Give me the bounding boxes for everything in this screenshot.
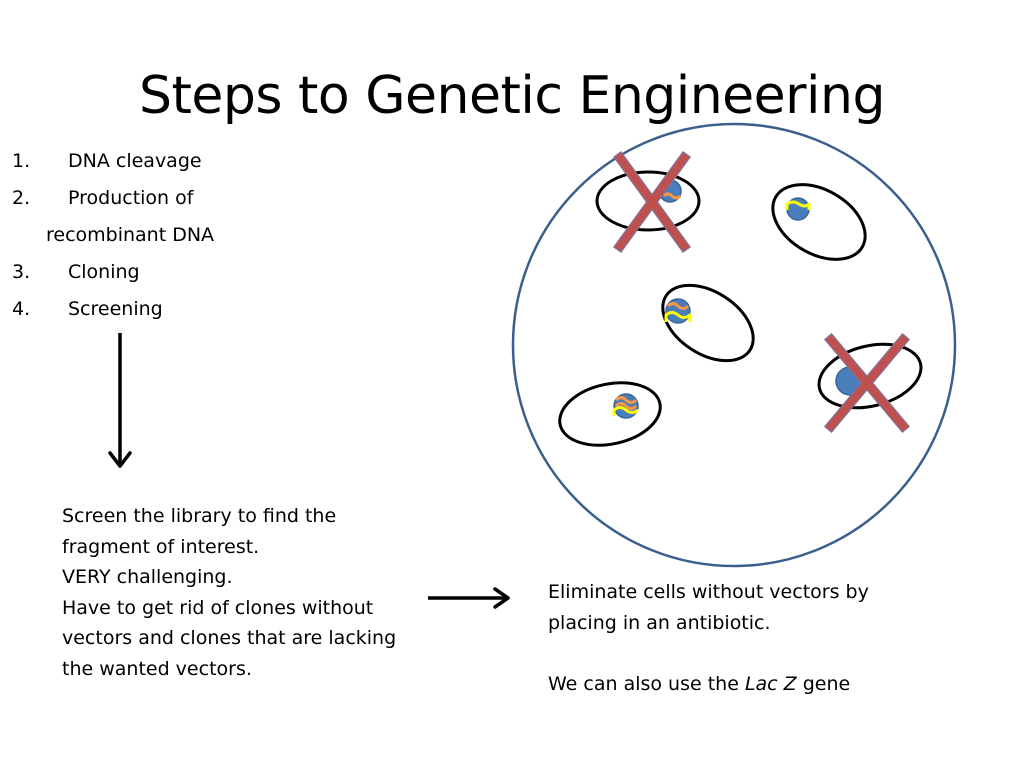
step-number: 1.	[12, 150, 31, 172]
cell-outline	[661, 283, 755, 363]
screening-line: fragment of interest.	[62, 535, 260, 558]
step-number: 3.	[12, 261, 31, 283]
screening-line: Screen the library to find the	[62, 505, 337, 527]
cell-with-recombinant-vector	[661, 283, 755, 363]
cell-crossed-out	[817, 332, 923, 434]
cell-outline	[771, 183, 867, 261]
step-label: Cloning	[68, 261, 140, 283]
cell-crossed-out	[595, 151, 701, 253]
step-number: 4.	[12, 298, 31, 320]
cell-with-vector	[771, 183, 867, 261]
cross-mark-icon	[823, 332, 911, 434]
lacz-line: We can also use the Lac Z gene	[548, 669, 869, 700]
insert-mark	[614, 396, 638, 404]
step-number: 2.	[12, 187, 31, 209]
lacz-prefix: We can also use the	[548, 672, 745, 695]
step-label: Screening	[68, 298, 163, 320]
lacz-suffix: gene	[796, 672, 851, 695]
cross-mark-icon	[613, 151, 691, 253]
down-arrow-icon	[108, 333, 132, 468]
screening-line: the wanted vectors.	[62, 657, 252, 680]
screening-paragraph: Screen the library to find the fragment …	[62, 501, 396, 684]
step-label: Production of	[68, 187, 194, 209]
cell-outline	[817, 342, 923, 410]
antibiotic-paragraph: Eliminate cells without vectors by placi…	[548, 577, 869, 699]
cell-outline	[558, 381, 662, 447]
vector-mark	[612, 406, 639, 416]
right-arrow-icon	[428, 587, 510, 609]
vector-mark	[785, 200, 811, 210]
insert-mark	[614, 402, 638, 410]
cell-outline	[595, 170, 701, 232]
vector-mark	[664, 311, 692, 322]
insert-mark	[662, 192, 682, 200]
petri-dish	[511, 122, 957, 568]
nucleus	[665, 298, 691, 324]
screening-line: VERY challenging.	[62, 566, 233, 588]
antibiotic-line: placing in an antibiotic.	[548, 611, 771, 634]
step-label: DNA cleavage	[68, 150, 202, 172]
screening-line: Have to get rid of clones without	[62, 596, 374, 619]
cell-with-recombinant-vector	[558, 381, 662, 447]
page-title: Steps to Genetic Engineering	[139, 66, 885, 126]
screening-line: vectors and clones that are lacking	[62, 627, 397, 649]
insert-mark	[666, 302, 690, 310]
lacz-gene-name: Lac Z	[744, 672, 797, 695]
step-label-continuation: recombinant DNA	[46, 224, 215, 246]
antibiotic-line: Eliminate cells without vectors by	[548, 581, 869, 603]
